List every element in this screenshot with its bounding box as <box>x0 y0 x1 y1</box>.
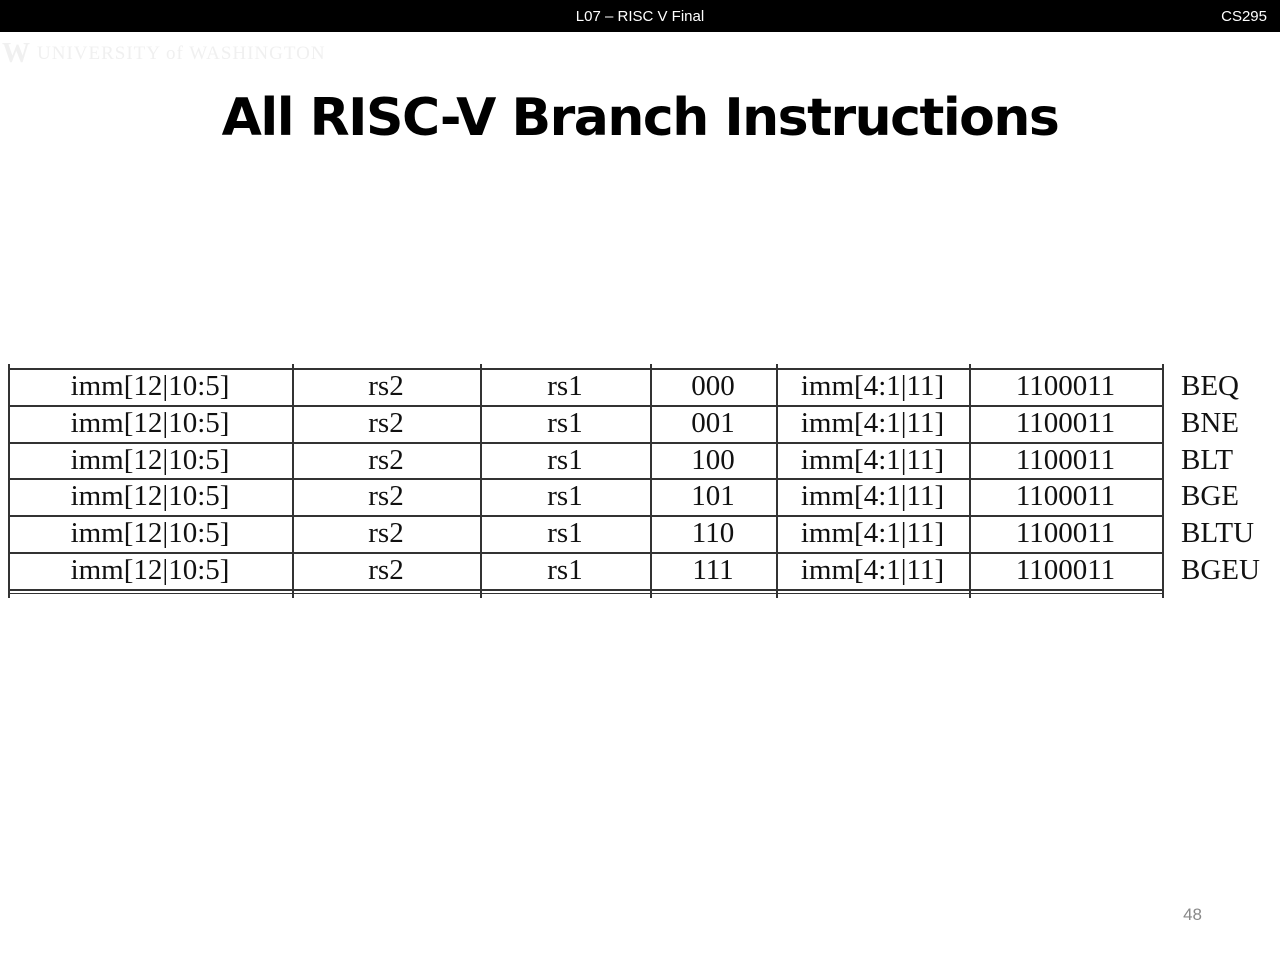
table-cell: 110 <box>691 517 735 550</box>
table-cell: 101 <box>691 480 735 513</box>
table-cell: imm[4:1|11] <box>800 517 945 550</box>
table-cell: imm[4:1|11] <box>800 554 945 586</box>
table-cell: rs2 <box>368 480 404 513</box>
table-cell: rs1 <box>547 554 583 586</box>
table-cell: rs1 <box>547 517 583 550</box>
instruction-name: BLT <box>1181 443 1234 476</box>
row-divider <box>8 593 1162 594</box>
column-divider <box>969 364 971 598</box>
column-divider <box>480 364 482 598</box>
instruction-name: BEQ <box>1181 370 1239 402</box>
instruction-name: BLTU <box>1181 517 1255 550</box>
table-cell: rs2 <box>368 370 404 402</box>
table-cell: imm[12|10:5] <box>70 554 230 586</box>
column-divider <box>1162 364 1164 598</box>
column-divider <box>292 364 294 598</box>
row-divider <box>8 552 1162 554</box>
row-divider <box>8 478 1162 481</box>
table-cell: imm[4:1|11] <box>800 406 945 439</box>
table-cell: imm[4:1|11] <box>800 443 945 476</box>
table-cell: imm[12|10:5] <box>70 480 230 513</box>
table-cell: rs2 <box>368 406 404 439</box>
lecture-title: L07 – RISC V Final <box>575 8 705 25</box>
table-cell: 1100011 <box>1015 443 1116 476</box>
table-cell: 1100011 <box>1015 517 1116 550</box>
table-cell: imm[12|10:5] <box>70 406 230 439</box>
table-cell: rs1 <box>547 370 583 402</box>
row-divider <box>8 368 1162 370</box>
table-cell: rs1 <box>547 443 583 476</box>
top-bar: L07 – RISC V Final CS295 <box>0 0 1280 32</box>
table-cell: rs2 <box>368 554 404 586</box>
slide-title: All RISC-V Branch Instructions <box>221 88 1060 148</box>
logo-text: UNIVERSITY of WASHINGTON <box>37 43 326 64</box>
table-cell: imm[12|10:5] <box>70 517 230 550</box>
column-divider <box>650 364 652 598</box>
instruction-name: BGEU <box>1181 554 1260 586</box>
column-divider <box>8 364 10 598</box>
table-cell: 100 <box>691 443 735 476</box>
table-cell: imm[12|10:5] <box>70 443 230 476</box>
table-cell: 1100011 <box>1015 480 1116 513</box>
table-cell: 000 <box>691 370 735 402</box>
row-divider <box>8 441 1162 444</box>
table-cell: imm[4:1|11] <box>800 480 945 513</box>
row-divider <box>8 588 1162 591</box>
table-cell: 1100011 <box>1015 370 1116 402</box>
table-cell: 1100011 <box>1015 554 1116 586</box>
university-logo: W UNIVERSITY of WASHINGTON <box>2 38 326 70</box>
page-number: 48 <box>1183 905 1202 924</box>
course-code: CS295 <box>1221 8 1267 25</box>
table-cell: rs2 <box>368 443 404 476</box>
logo-mark: W <box>2 38 31 69</box>
table-cell: rs2 <box>368 517 404 550</box>
table-cell: imm[12|10:5] <box>70 370 230 402</box>
instruction-name: BNE <box>1181 406 1239 439</box>
table-cell: 111 <box>692 554 734 586</box>
row-divider <box>8 515 1162 518</box>
column-divider <box>776 364 778 598</box>
table-cell: 1100011 <box>1015 406 1116 439</box>
table-cell: rs1 <box>547 406 583 439</box>
row-divider <box>8 404 1162 407</box>
instruction-name: BGE <box>1181 480 1239 513</box>
table-cell: rs1 <box>547 480 583 513</box>
table-cell: imm[4:1|11] <box>800 370 945 402</box>
table-cell: 001 <box>691 406 735 439</box>
